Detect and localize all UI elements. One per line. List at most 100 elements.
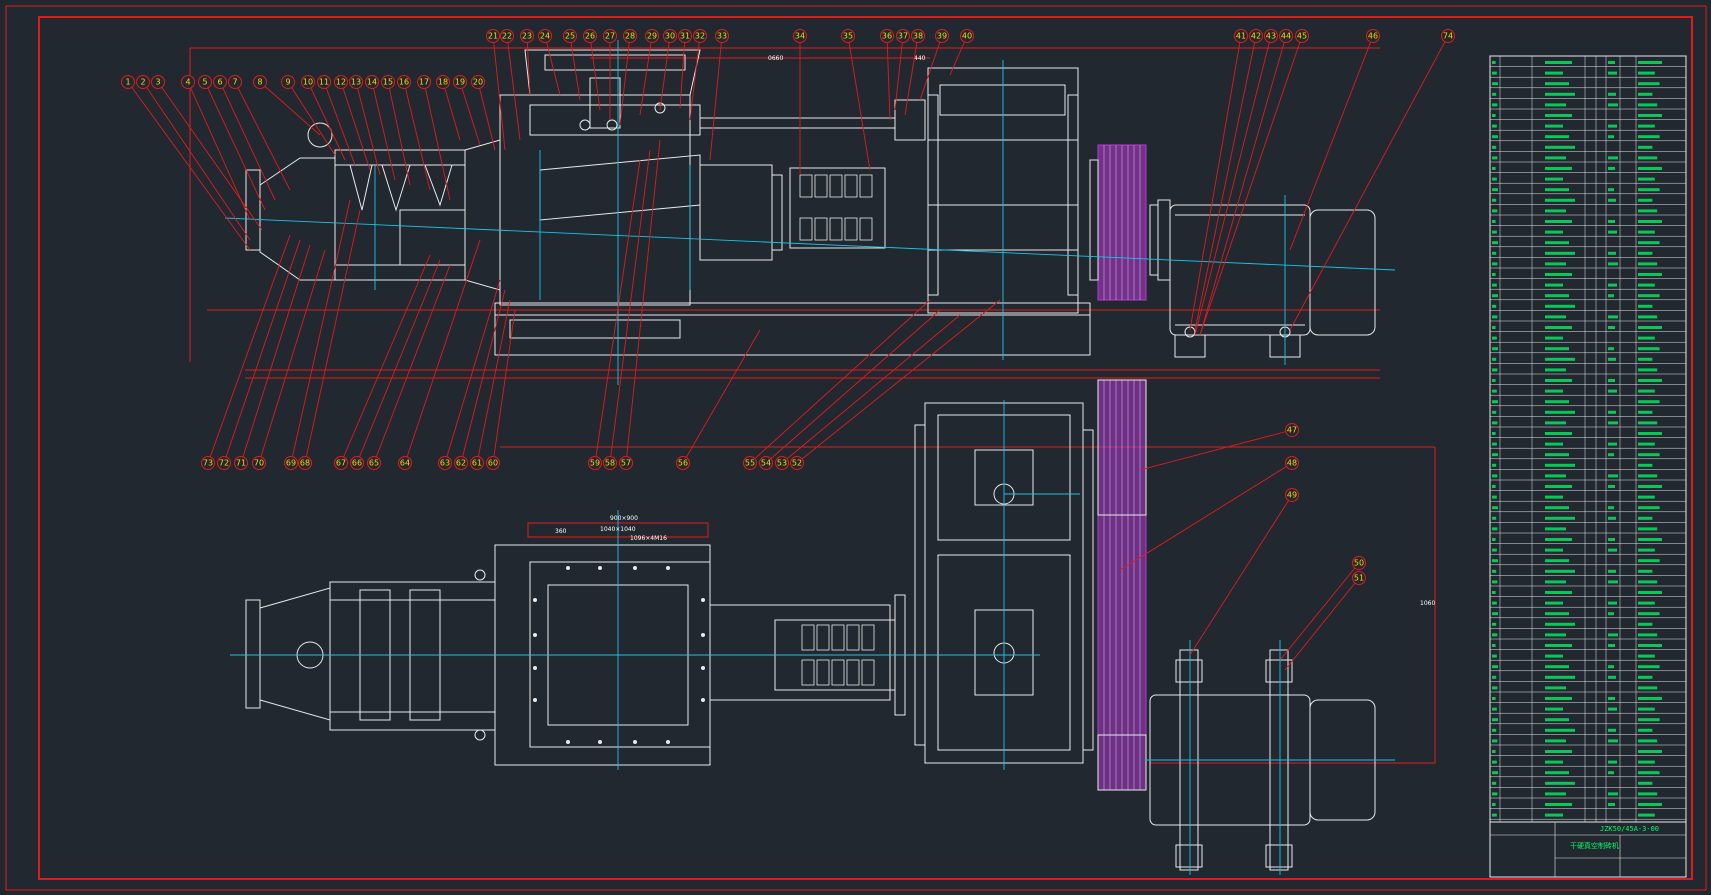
balloon-30: 30 <box>663 29 677 43</box>
bom-cell-mark <box>1608 103 1618 107</box>
balloon-label: 61 <box>472 459 482 468</box>
bom-cell-mark <box>1638 527 1658 531</box>
balloon-label: 4 <box>185 78 190 87</box>
bom-cell-mark <box>1545 506 1569 510</box>
balloon-label: 74 <box>1443 32 1453 41</box>
bom-cell-mark <box>1638 209 1658 213</box>
leader-line <box>187 81 251 221</box>
balloon-label: 59 <box>590 459 600 468</box>
bom-cell-mark <box>1545 135 1569 139</box>
leader-line <box>492 309 516 464</box>
balloon-14: 14 <box>365 75 379 89</box>
bom-cell-mark <box>1638 665 1660 669</box>
bom-cell-mark <box>1492 591 1496 594</box>
bom-cell-mark <box>1492 569 1497 573</box>
bom-cell-mark <box>1545 241 1569 245</box>
balloon-label: 2 <box>140 78 145 87</box>
balloon-label: 71 <box>236 459 246 468</box>
balloon-40: 40 <box>960 29 974 43</box>
balloon-label: 37 <box>898 32 908 41</box>
bom-cell-mark <box>1638 675 1653 679</box>
elevation-center-lines <box>224 40 1396 385</box>
balloon-label: 23 <box>522 32 532 41</box>
bom-cell-mark <box>1492 347 1498 351</box>
bom-cell-mark <box>1608 198 1616 202</box>
bom-cell-mark <box>1492 686 1498 690</box>
bom-cell-mark <box>1638 474 1658 478</box>
leader-line <box>290 199 351 464</box>
balloon-17: 17 <box>417 75 431 89</box>
bom-cell-mark <box>1608 294 1614 298</box>
leader-line <box>569 35 581 101</box>
bom-cell-mark <box>1608 326 1615 329</box>
balloon-18: 18 <box>436 75 450 89</box>
leader-line <box>1284 577 1360 671</box>
balloon-label: 54 <box>761 459 771 468</box>
bom-cell-mark <box>1545 750 1572 753</box>
leader-line <box>1194 35 1272 336</box>
balloon-34: 34 <box>793 29 807 43</box>
bom-cell-mark <box>1545 538 1572 541</box>
leader-line <box>506 35 521 141</box>
bom-cell-mark <box>1608 675 1616 679</box>
leader-line <box>258 249 326 464</box>
bom-cell-mark <box>1638 368 1658 372</box>
bom-cell-mark <box>1545 792 1566 796</box>
balloon-label: 50 <box>1354 559 1364 568</box>
bom-cell-mark <box>1638 230 1655 234</box>
leader-line <box>619 35 631 126</box>
bom-cell-mark <box>1545 644 1572 647</box>
bom-cell-mark <box>1492 813 1497 817</box>
bom-cell-mark <box>1492 230 1497 234</box>
bom-cell-mark <box>1638 654 1655 658</box>
svg-text:900×900: 900×900 <box>610 515 638 522</box>
balloon-label: 21 <box>488 32 498 41</box>
bom-cell-mark <box>1608 442 1617 446</box>
bom-cell-mark <box>1638 251 1653 255</box>
bom-cell-mark <box>1492 750 1496 753</box>
bom-cell-mark <box>1545 145 1575 149</box>
bom-cell-mark <box>1545 771 1569 775</box>
bom-cell-mark <box>1638 601 1655 605</box>
bom-cell-mark <box>1545 548 1563 552</box>
leader-line <box>355 81 381 176</box>
balloon-37: 37 <box>896 29 910 43</box>
bom-cell-mark <box>1492 463 1497 467</box>
balloon-label: 1 <box>125 78 130 87</box>
balloon-44: 44 <box>1279 29 1293 43</box>
balloon-label: 48 <box>1287 459 1297 468</box>
bom-cell-mark <box>1545 463 1575 467</box>
bom-cell-mark <box>1608 485 1615 488</box>
leader-line <box>919 35 943 101</box>
bom-cell-mark <box>1545 357 1575 361</box>
bom-cell-mark <box>1608 315 1618 319</box>
balloon-49: 49 <box>1285 488 1299 502</box>
balloon-61: 61 <box>470 456 484 470</box>
bom-cell-mark <box>1545 633 1566 637</box>
bom-cell-mark <box>1492 612 1498 616</box>
balloon-32: 32 <box>693 29 707 43</box>
bom-cell-mark <box>1545 326 1572 329</box>
balloon-1: 1 <box>121 75 135 89</box>
balloon-71: 71 <box>234 456 248 470</box>
bom-cell-mark <box>1492 527 1498 531</box>
bom-cell-mark <box>1545 485 1572 488</box>
bom-cell-mark <box>1492 495 1497 499</box>
bom-cell-mark <box>1492 421 1498 425</box>
balloon-label: 26 <box>585 32 595 41</box>
bom-cell-mark <box>1492 665 1498 669</box>
bom-cell-mark <box>1638 92 1653 96</box>
leader-line <box>373 264 451 464</box>
bom-cell-mark <box>1638 612 1660 616</box>
drawing-number: JZK50/45A-3-00 <box>1600 825 1659 833</box>
bom-cell-mark <box>1608 633 1618 637</box>
bom-cell-mark <box>1608 506 1614 510</box>
balloon-label: 62 <box>456 459 466 468</box>
balloon-label: 51 <box>1354 574 1364 583</box>
svg-text:440: 440 <box>914 55 926 62</box>
title-block: JZK50/45A-3-00 干硬真空制砖机 <box>1489 821 1687 878</box>
bom-cell-mark <box>1492 61 1496 64</box>
svg-text:1040×1040: 1040×1040 <box>600 526 636 533</box>
bom-cell-mark <box>1638 463 1653 467</box>
balloon-9: 9 <box>281 75 295 89</box>
